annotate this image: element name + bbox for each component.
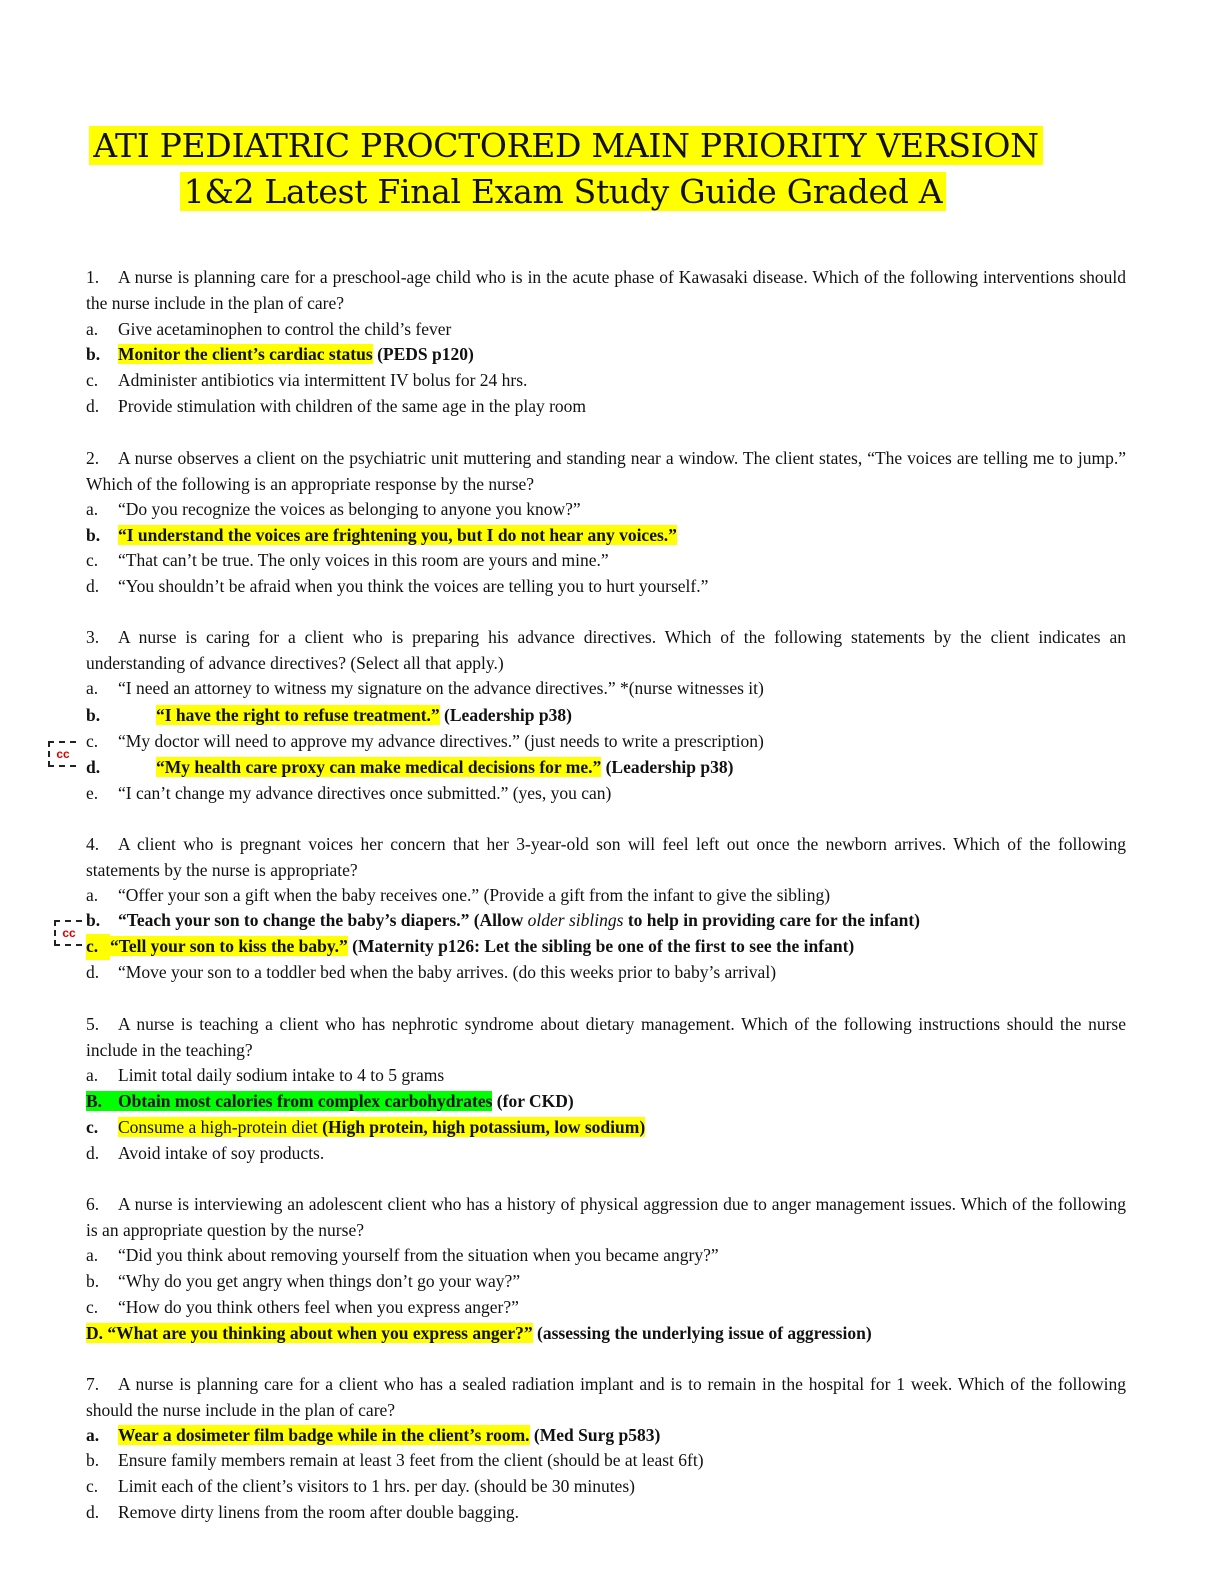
question-7-option-b: b.Ensure family members remain at least … [86,1450,704,1470]
question-3-option-c: c.“My doctor will need to approve my adv… [86,731,764,751]
comment-marker-icon[interactable]: cc [48,741,76,767]
question-7-option-c: c.Limit each of the client’s visitors to… [86,1476,635,1496]
question-6-option-c: c.“How do you think others feel when you… [86,1297,519,1317]
question-6-option-b: b.“Why do you get angry when things don’… [86,1271,521,1291]
question-2-option-a: a.“Do you recognize the voices as belong… [86,499,581,519]
document-title-line-2: 1&2 Latest Final Exam Study Guide Graded… [0,172,1175,211]
question-3-option-e: e.“I can’t change my advance directives … [86,783,612,803]
question-2-option-d: d.“You shouldn’t be afraid when you thin… [86,576,709,596]
highlighted-answer: “I understand the voices are frightening… [118,525,677,545]
question-4-option-a: a.“Offer your son a gift when the baby r… [86,885,831,905]
comment-marker-icon[interactable]: cc [54,920,82,946]
question-5-option-b: B.Obtain most calories from complex carb… [86,1091,574,1111]
question-7-option-a: a.Wear a dosimeter film badge while in t… [86,1425,661,1445]
question-5-option-d: d.Avoid intake of soy products. [86,1143,325,1163]
highlighted-answer: “Tell your son to kiss the baby.” [110,936,348,956]
question-6-option-d: D. “What are you thinking about when you… [86,1323,872,1343]
question-7-option-d: d.Remove dirty linens from the room afte… [86,1502,519,1522]
question-1-option-d: d.Provide stimulation with children of t… [86,396,587,416]
question-3-option-d: d.“My health care proxy can make medical… [86,757,734,777]
highlighted-answer: Wear a dosimeter film badge while in the… [118,1425,530,1445]
highlighted-answer: “What are you thinking about when you ex… [107,1323,533,1343]
question-4-stem: 4.A client who is pregnant voices her co… [86,834,1126,880]
question-6-stem: 6.A nurse is interviewing an adolescent … [86,1194,1126,1240]
question-4-option-c: c.“Tell your son to kiss the baby.” (Mat… [86,934,854,960]
question-1-option-a: a.Give acetaminophen to control the chil… [86,319,452,339]
question-4-option-d: d.“Move your son to a toddler bed when t… [86,962,777,982]
question-3-option-b: b.“I have the right to refuse treatment.… [86,705,572,725]
question-4-option-b: b.“Teach your son to change the baby’s d… [86,910,920,930]
highlighted-answer: Obtain most calories from complex carboh… [118,1091,493,1111]
question-5-option-c: c.Consume a high-protein diet (High prot… [86,1117,646,1137]
question-2-stem: 2.A nurse observes a client on the psych… [86,448,1126,494]
question-1-stem: 1.A nurse is planning care for a prescho… [86,267,1126,313]
question-2-option-b: b.“I understand the voices are frighteni… [86,525,677,545]
highlighted-answer: Consume a high-protein diet [118,1117,318,1137]
question-3-option-a: a.“I need an attorney to witness my sign… [86,678,764,698]
highlighted-answer: “I have the right to refuse treatment.” [156,705,440,725]
question-3-stem: 3.A nurse is caring for a client who is … [86,627,1126,673]
highlighted-answer: Monitor the client’s cardiac status [118,344,373,364]
question-2-option-c: c.“That can’t be true. The only voices i… [86,550,609,570]
document-title-line-1: ATI PEDIATRIC PROCTORED MAIN PRIORITY VE… [0,126,1178,165]
question-5-option-a: a.Limit total daily sodium intake to 4 t… [86,1065,445,1085]
question-5-stem: 5.A nurse is teaching a client who has n… [86,1014,1126,1060]
question-1-option-b: b.Monitor the client’s cardiac status (P… [86,344,474,364]
question-7-stem: 7.A nurse is planning care for a client … [86,1374,1126,1420]
question-1-option-c: c.Administer antibiotics via intermitten… [86,370,528,390]
question-6-option-a: a.“Did you think about removing yourself… [86,1245,719,1265]
highlighted-answer: “My health care proxy can make medical d… [156,757,602,777]
